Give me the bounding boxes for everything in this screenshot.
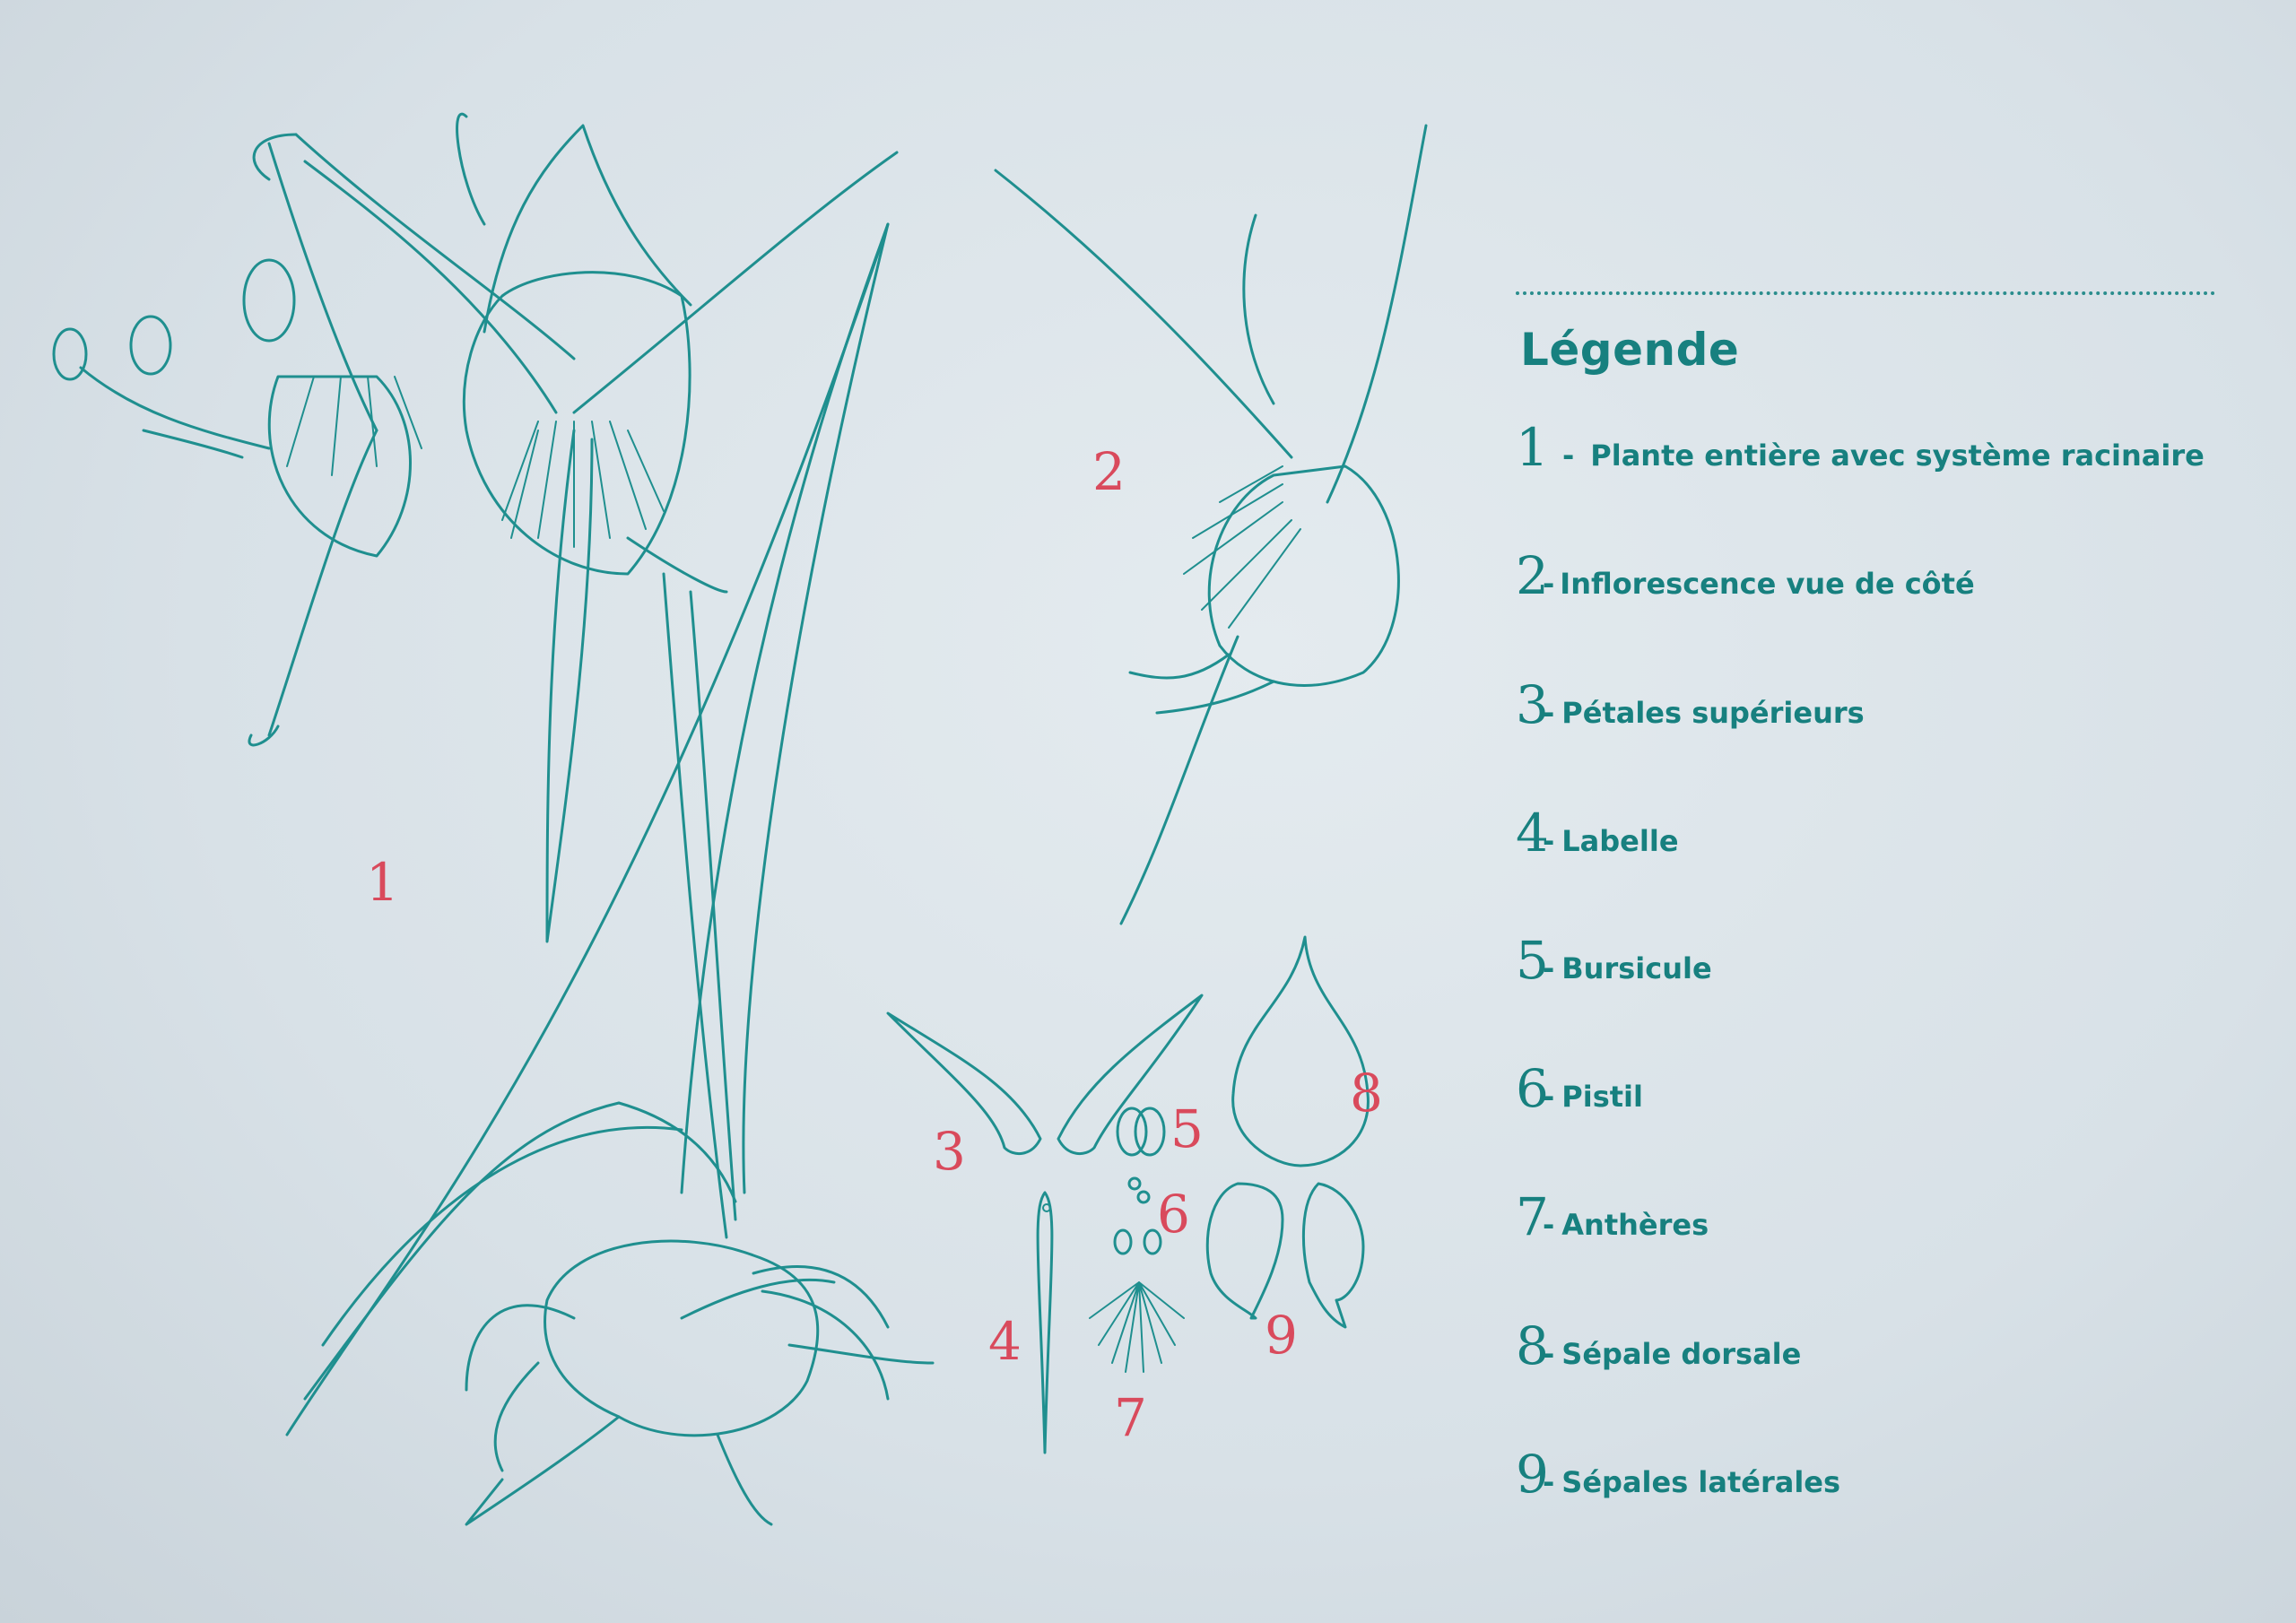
legend-item-number: 5	[1516, 930, 1549, 991]
legend-item-label: Sépale dorsale	[1561, 1337, 1802, 1371]
legend-item-label: Pistil	[1561, 1080, 1643, 1114]
legend-item-3: 3 - Pétales supérieurs	[1516, 674, 1865, 735]
figure-number-6: 6	[1157, 1184, 1190, 1245]
legend-item-label: Pétales supérieurs	[1561, 696, 1865, 730]
legend-item-separator: -	[1543, 1465, 1555, 1499]
legend-item-label: Bursicule	[1561, 951, 1712, 985]
figure-number-8: 8	[1350, 1063, 1383, 1124]
figure-9-sepales-laterales	[1205, 1182, 1365, 1329]
figure-number-4: 4	[988, 1311, 1022, 1372]
legend-item-8: 8 - Sépale dorsale	[1516, 1315, 1801, 1376]
figure-8-sepale-dorsale	[1231, 935, 1370, 1167]
legend-item-separator: -	[1543, 567, 1555, 601]
legend-item-separator: -	[1543, 1208, 1555, 1242]
figure-number-5: 5	[1170, 1098, 1204, 1159]
legend-item-2: 2 - Inflorescence vue de côté	[1516, 545, 1975, 606]
figure-7-antheres	[1089, 1281, 1185, 1373]
figure-number-1: 1	[366, 852, 399, 913]
figure-number-7: 7	[1114, 1387, 1147, 1448]
legend-item-number: 3	[1516, 674, 1549, 735]
legend-item-separator: -	[1543, 1337, 1555, 1371]
figure-number-9: 9	[1265, 1305, 1298, 1366]
legend-item-separator: -	[1562, 438, 1575, 473]
legend-item-number: 6	[1516, 1058, 1549, 1119]
legend-divider	[1516, 291, 2215, 295]
legend-item-number: 4	[1516, 803, 1549, 864]
legend: Légende 1 - Plante entière avec système …	[1516, 291, 2215, 1505]
legend-item-4: 4 - Labelle	[1516, 803, 1679, 864]
legend-item-5: 5 - Bursicule	[1516, 930, 1712, 991]
figure-6-pistil	[1113, 1176, 1162, 1255]
figure-number-3: 3	[933, 1121, 966, 1182]
legend-item-number: 1	[1516, 417, 1549, 478]
legend-item-9: 9 - Sépales latérales	[1516, 1444, 1840, 1505]
legend-item-separator: -	[1543, 1080, 1555, 1114]
legend-title: Légende	[1520, 324, 1740, 376]
legend-item-label: Anthères	[1561, 1208, 1709, 1242]
legend-item-number: 2	[1516, 545, 1549, 606]
legend-item-number: 8	[1516, 1315, 1549, 1376]
legend-item-label: Sépales latérales	[1561, 1465, 1841, 1499]
figure-4-labelle	[1036, 1191, 1054, 1454]
legend-item-number: 7	[1516, 1186, 1549, 1247]
figure-3-upper-petals	[886, 994, 1204, 1156]
legend-item-1: 1 - Plante entière avec système racinair…	[1516, 417, 2205, 478]
legend-item-6: 6 - Pistil	[1516, 1058, 1643, 1119]
legend-item-7: 7 - Anthères	[1516, 1186, 1709, 1247]
legend-item-label: Plante entière avec système racinaire	[1590, 438, 2205, 473]
figure-5-bursicule	[1116, 1107, 1166, 1157]
figure-number-2: 2	[1092, 441, 1126, 502]
botanical-drawing	[52, 112, 1428, 1526]
legend-item-label: Labelle	[1561, 824, 1679, 858]
legend-item-separator: -	[1543, 696, 1555, 730]
legend-item-separator: -	[1543, 824, 1555, 858]
figure-1-whole-plant	[52, 112, 935, 1526]
legend-item-label: Inflorescence vue de côté	[1560, 567, 1975, 601]
legend-item-separator: -	[1543, 951, 1555, 985]
figure-2-inflorescence	[994, 124, 1428, 925]
legend-item-number: 9	[1516, 1444, 1549, 1505]
